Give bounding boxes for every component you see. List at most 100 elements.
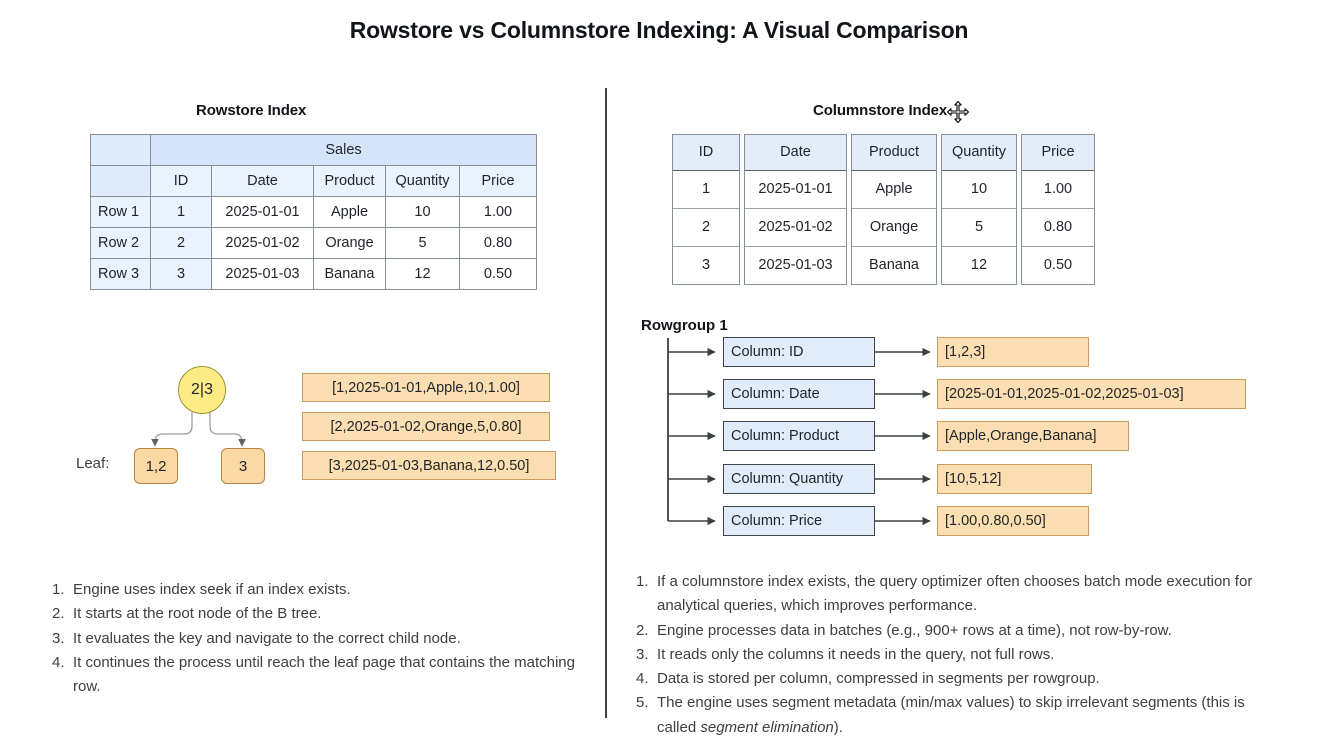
table-row-column-headers: ID Date Product Quantity Price — [90, 165, 537, 197]
cell-date: 2025-01-02 — [745, 209, 846, 247]
rowgroup-diagram: Column: ID Column: Date Column: Product … — [641, 336, 1281, 546]
row-payload-box: [3,2025-01-03,Banana,12,0.50] — [302, 451, 556, 480]
cell-product: Banana — [852, 247, 936, 284]
column-data-box: [10,5,12] — [937, 464, 1092, 494]
column-data-box: [1,2,3] — [937, 337, 1089, 367]
cell-id: 3 — [150, 258, 212, 290]
page-title: Rowstore vs Columnstore Indexing: A Visu… — [349, 17, 969, 43]
list-item-text: Engine processes data in batches (e.g., … — [657, 621, 1172, 639]
list-item-number: 1. — [52, 581, 65, 598]
columnstore-column-quantity: Quantity 10 5 12 — [941, 134, 1017, 285]
list-item: 2. Engine processes data in batches (e.g… — [636, 619, 1281, 643]
columnstore-notes-list: 1. If a columnstore index exists, the qu… — [636, 570, 1281, 740]
list-item-text: Data is stored per column, compressed in… — [657, 670, 1100, 688]
list-item-number: 2. — [52, 605, 65, 623]
column-header-product: Product — [313, 165, 386, 197]
note-text-post: ). — [833, 718, 843, 736]
columnstore-column-id: ID 1 2 3 — [672, 134, 740, 285]
row-label: Row 3 — [90, 258, 151, 290]
column-header-date: Date — [745, 135, 846, 171]
cell-product: Orange — [852, 209, 936, 247]
list-item-number: 3. — [52, 629, 65, 647]
column-data-box: [1.00,0.80,0.50] — [937, 506, 1089, 536]
list-item: 1. Engine uses index seek if an index ex… — [52, 578, 582, 602]
table-row: Row 2 2 2025-01-02 Orange 5 0.80 — [90, 227, 537, 259]
cell-price: 1.00 — [459, 196, 537, 228]
note-text-emphasis: segment elimination — [700, 718, 834, 736]
btree-connectors — [151, 412, 246, 447]
column-segment-box: Column: ID — [723, 337, 875, 367]
cell-product: Apple — [852, 171, 936, 209]
cell-date: 2025-01-03 — [745, 247, 846, 284]
list-item-number: 5. — [636, 694, 649, 712]
cell-date: 2025-01-03 — [211, 258, 314, 290]
list-item-number: 4. — [52, 653, 65, 671]
column-segment-box: Column: Product — [723, 421, 875, 451]
list-item-number: 1. — [636, 573, 649, 590]
list-item-text: The engine uses segment metadata (min/ma… — [657, 691, 1281, 740]
table-row: Row 3 3 2025-01-03 Banana 12 0.50 — [90, 258, 537, 290]
cell-quantity: 5 — [385, 227, 460, 259]
btree-leaf-node: 1,2 — [134, 448, 178, 484]
list-item-number: 2. — [636, 621, 649, 639]
rowgroup-label: Rowgroup 1 — [641, 317, 728, 334]
column-header-quantity: Quantity — [385, 165, 460, 197]
columnstore-table: ID 1 2 3 Date 2025-01-01 2025-01-02 2025… — [672, 134, 1095, 285]
columnstore-column-product: Product Apple Orange Banana — [851, 134, 937, 285]
note-text-pre: The engine uses segment metadata (min/ma… — [657, 694, 1245, 736]
cell-date: 2025-01-02 — [211, 227, 314, 259]
cell-price: 1.00 — [1022, 171, 1094, 209]
cell-date: 2025-01-01 — [211, 196, 314, 228]
cell-price: 0.80 — [1022, 209, 1094, 247]
cell-quantity: 12 — [385, 258, 460, 290]
column-header-id: ID — [673, 135, 739, 171]
list-item: 1. If a columnstore index exists, the qu… — [636, 570, 1281, 619]
table-corner-cell — [90, 134, 151, 166]
btree-root-node: 2|3 — [178, 366, 226, 414]
cell-product: Banana — [313, 258, 386, 290]
list-item: 4. Data is stored per column, compressed… — [636, 667, 1281, 691]
list-item-text: It starts at the root node of the B tree… — [73, 605, 322, 623]
columnstore-column-date: Date 2025-01-01 2025-01-02 2025-01-03 — [744, 134, 847, 285]
btree-leaf-label: Leaf: — [76, 455, 110, 472]
table-row-group-header: Sales — [90, 134, 537, 166]
cell-id: 3 — [673, 247, 739, 284]
cell-quantity: 10 — [385, 196, 460, 228]
column-header-date: Date — [211, 165, 314, 197]
rowstore-panel-heading: Rowstore Index — [196, 102, 307, 119]
column-header-price: Price — [459, 165, 537, 197]
cell-id: 2 — [150, 227, 212, 259]
btree-diagram: 2|3 Leaf: 1,2 3 — [70, 360, 330, 490]
list-item-text: It continues the process until reach the… — [73, 653, 575, 696]
cell-product: Apple — [313, 196, 386, 228]
column-segment-box: Column: Price — [723, 506, 875, 536]
rowstore-table: Sales ID Date Product Quantity Price Row… — [90, 134, 537, 290]
table-group-header: Sales — [150, 134, 537, 166]
list-item: 4. It continues the process until reach … — [52, 651, 582, 700]
list-item: 5. The engine uses segment metadata (min… — [636, 691, 1281, 740]
cell-date: 2025-01-01 — [745, 171, 846, 209]
column-segment-box: Column: Date — [723, 379, 875, 409]
list-item-number: 3. — [636, 645, 649, 663]
rowstore-notes-list: 1. Engine uses index seek if an index ex… — [52, 578, 582, 699]
column-header-product: Product — [852, 135, 936, 171]
table-corner-cell-2 — [90, 165, 151, 197]
list-item: 3. It evaluates the key and navigate to … — [52, 627, 582, 651]
list-item: 3. It reads only the columns it needs in… — [636, 643, 1281, 667]
list-item-number: 4. — [636, 670, 649, 688]
columnstore-column-price: Price 1.00 0.80 0.50 — [1021, 134, 1095, 285]
column-header-price: Price — [1022, 135, 1094, 171]
cell-price: 0.50 — [459, 258, 537, 290]
list-item: 2. It starts at the root node of the B t… — [52, 602, 582, 626]
rowgroup-connectors — [667, 338, 931, 526]
cell-quantity: 12 — [942, 247, 1016, 284]
cell-quantity: 5 — [942, 209, 1016, 247]
cell-id: 2 — [673, 209, 739, 247]
row-label: Row 1 — [90, 196, 151, 228]
column-data-box: [Apple,Orange,Banana] — [937, 421, 1129, 451]
cell-id: 1 — [673, 171, 739, 209]
row-payload-box: [2,2025-01-02,Orange,5,0.80] — [302, 412, 550, 441]
row-label: Row 2 — [90, 227, 151, 259]
list-item-text: Engine uses index seek if an index exist… — [73, 581, 351, 598]
cell-quantity: 10 — [942, 171, 1016, 209]
